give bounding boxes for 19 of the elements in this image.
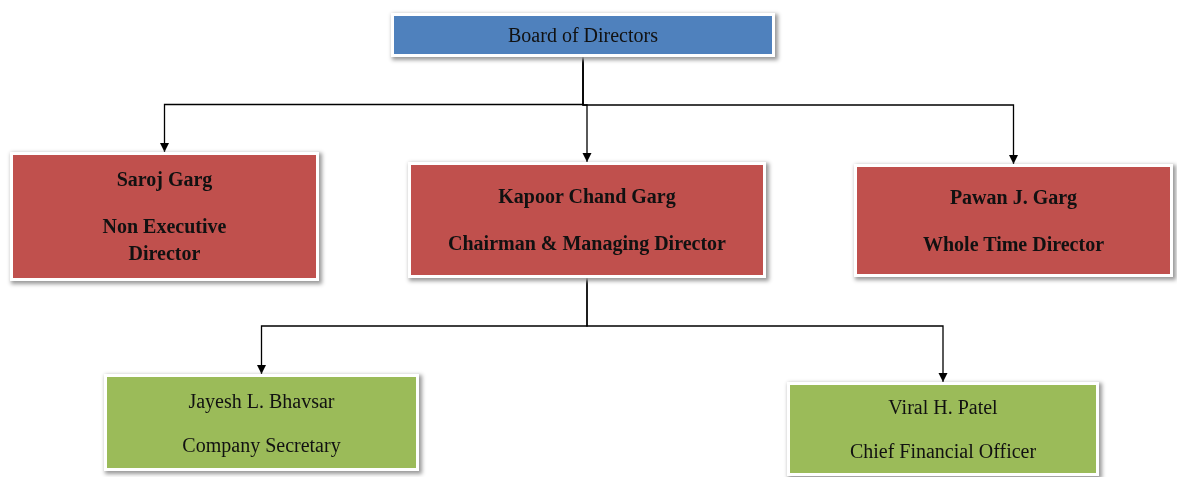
person-box (10, 152, 319, 281)
role-text: Non Executive Director (101, 214, 228, 266)
board-box (391, 13, 775, 57)
role-text: Chairman & Managing Director (448, 231, 726, 257)
name-text: Pawan J. Garg (949, 184, 1078, 211)
name-text: Saroj Garg (116, 167, 213, 193)
role-text: Whole Time Director (922, 231, 1105, 257)
name-text: Board of Directors (508, 23, 658, 47)
person-box (104, 374, 419, 471)
name-text: Jayesh L. Bhavsar (188, 388, 335, 413)
name-text: Viral H. Patel (888, 395, 998, 419)
name-text: Kapoor Chand Garg (498, 184, 676, 210)
role-text: Chief Financial Officer (849, 439, 1037, 463)
connector-arrow (586, 277, 948, 383)
person-box (408, 162, 766, 278)
role-text: Company Secretary (182, 432, 341, 457)
person-box (787, 382, 1099, 476)
person-box (854, 164, 1173, 277)
connector-arrow (582, 56, 1019, 165)
